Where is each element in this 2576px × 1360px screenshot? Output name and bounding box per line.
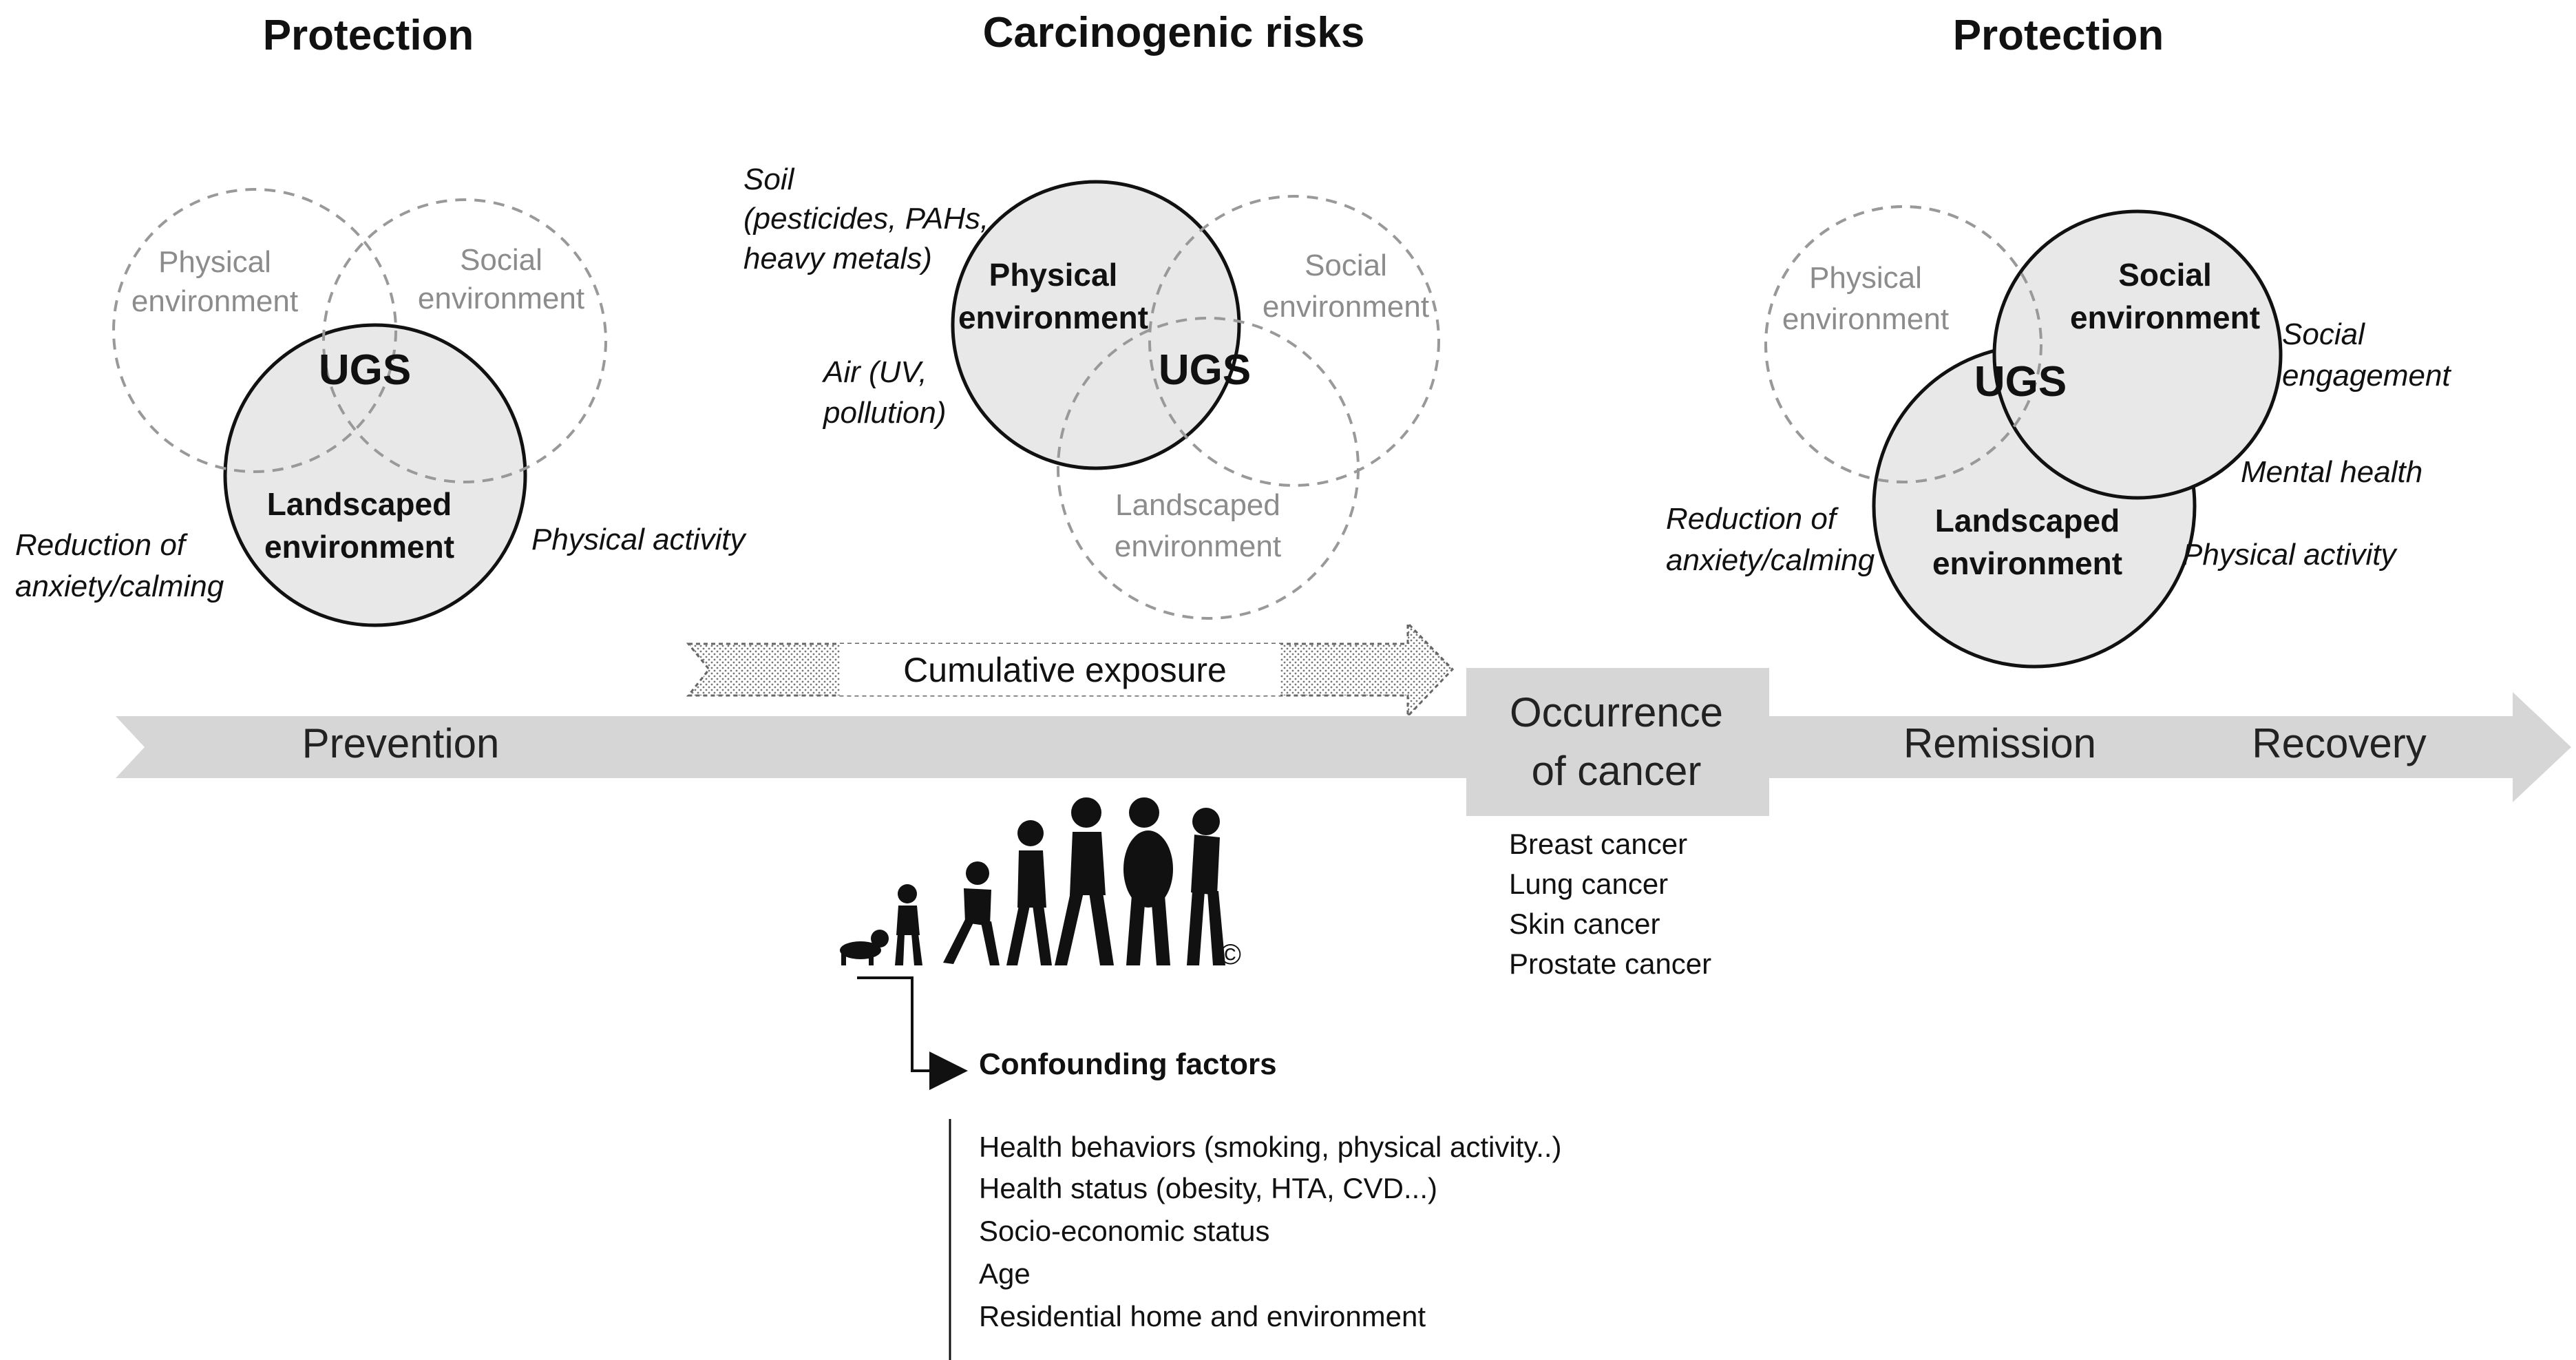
left-reduction-label: Reduction of	[15, 528, 189, 562]
left-physical-label-2: environment	[131, 284, 298, 318]
right-physical-label-2: environment	[1782, 302, 1949, 336]
cancer-item: Lung cancer	[1509, 868, 1668, 900]
left-activity-label: Physical activity	[531, 523, 748, 556]
occurrence-box: Occurrence of cancer	[1466, 668, 1769, 816]
right-social-circle	[1992, 209, 2283, 500]
center-social-circle	[1148, 195, 1440, 487]
center-air-label: Air (UV,	[821, 355, 927, 389]
right-social-label-2: environment	[2070, 300, 2260, 335]
center-physical-label: Physical	[989, 257, 1118, 293]
cancer-item: Skin cancer	[1509, 908, 1660, 940]
left-social-label-2: environment	[418, 282, 584, 315]
right-section-title: Protection	[1953, 12, 2164, 59]
left-physical-circle	[112, 188, 397, 473]
toddler-figure	[895, 884, 922, 965]
center-landscaped-label: Landscaped	[1115, 488, 1280, 522]
center-soil-label-3: heavy metals)	[743, 242, 932, 275]
left-venn: Physical environment Social environment …	[15, 188, 748, 627]
timeline-arrow: Prevention Remission Recovery	[116, 692, 2571, 802]
cancer-item: Breast cancer	[1509, 828, 1687, 860]
right-landscaped-label: Landscaped	[1935, 503, 2120, 538]
center-physical-label-2: environment	[958, 300, 1148, 335]
right-mental-label: Mental health	[2241, 455, 2422, 489]
timeline-remission-label: Remission	[1903, 720, 2096, 766]
confounding-connector	[857, 976, 968, 1090]
center-soil-label-2: (pesticides, PAHs,	[743, 202, 989, 236]
baby-figure	[840, 930, 889, 965]
left-social-label: Social	[460, 243, 542, 277]
left-section-title: Protection	[263, 12, 474, 59]
occurrence-label-2: of cancer	[1532, 748, 1702, 794]
confounding-item: Health status (obesity, HTA, CVD...)	[979, 1172, 1437, 1204]
center-landscaped-label-2: environment	[1115, 530, 1281, 563]
life-stages-silhouette: ©	[840, 797, 1241, 970]
right-reduction-label: Reduction of	[1666, 502, 1839, 536]
left-landscaped-label: Landscaped	[267, 486, 452, 522]
right-engagement-label-2: engagement	[2282, 359, 2451, 393]
right-landscaped-label-2: environment	[1932, 545, 2122, 581]
center-ugs-label: UGS	[1159, 346, 1251, 394]
cancer-item: Prostate cancer	[1509, 948, 1711, 980]
left-ugs-label: UGS	[319, 346, 411, 394]
confounding-factors: Confounding factors Health behaviors (sm…	[949, 1047, 1562, 1360]
right-venn: Physical environment Social environment …	[1666, 205, 2451, 669]
center-venn: Soil (pesticides, PAHs, heavy metals) Ai…	[743, 163, 1440, 620]
left-physical-label: Physical	[158, 245, 271, 279]
cumulative-exposure-arrow: Cumulative exposure	[686, 620, 1455, 719]
center-soil-label: Soil	[743, 163, 795, 196]
copyright-symbol: ©	[1220, 938, 1241, 970]
confounding-item: Health behaviors (smoking, physical acti…	[979, 1131, 1562, 1163]
timeline-recovery-label: Recovery	[2252, 720, 2426, 766]
right-physical-circle-overlay	[1764, 205, 2042, 483]
confounding-title: Confounding factors	[979, 1047, 1277, 1081]
overweight-figure	[1123, 797, 1173, 965]
cumulative-exposure-label: Cumulative exposure	[903, 651, 1227, 689]
timeline-prevention-label: Prevention	[302, 720, 500, 766]
center-section-title: Carcinogenic risks	[983, 9, 1365, 56]
adult-figure	[1055, 797, 1114, 965]
center-social-label: Social	[1305, 249, 1387, 282]
left-reduction-label-2: anxiety/calming	[15, 569, 224, 603]
occurrence-label: Occurrence	[1510, 689, 1723, 735]
right-reduction-label-2: anxiety/calming	[1666, 543, 1875, 577]
left-landscaped-label-2: environment	[264, 529, 454, 565]
right-social-label: Social	[2118, 257, 2212, 293]
left-landscaped-circle	[223, 323, 527, 627]
center-social-label-2: environment	[1263, 290, 1429, 324]
child-figure	[943, 861, 1000, 965]
elderly-figure	[1187, 808, 1225, 965]
center-physical-circle	[951, 180, 1241, 470]
confounding-item: Residential home and environment	[979, 1300, 1426, 1332]
right-engagement-label: Social	[2282, 317, 2365, 351]
confounding-item: Age	[979, 1257, 1031, 1290]
right-activity-label: Physical activity	[2182, 538, 2398, 572]
center-landscaped-circle	[1057, 317, 1360, 620]
center-air-label-2: pollution)	[822, 396, 947, 430]
confounding-item: Socio-economic status	[979, 1215, 1270, 1247]
right-ugs-label: UGS	[1974, 358, 2067, 406]
cancer-list: Breast cancer Lung cancer Skin cancer Pr…	[1509, 828, 1711, 980]
teen-figure	[1006, 820, 1052, 965]
right-physical-label: Physical	[1809, 261, 1922, 295]
left-social-circle	[322, 198, 607, 483]
